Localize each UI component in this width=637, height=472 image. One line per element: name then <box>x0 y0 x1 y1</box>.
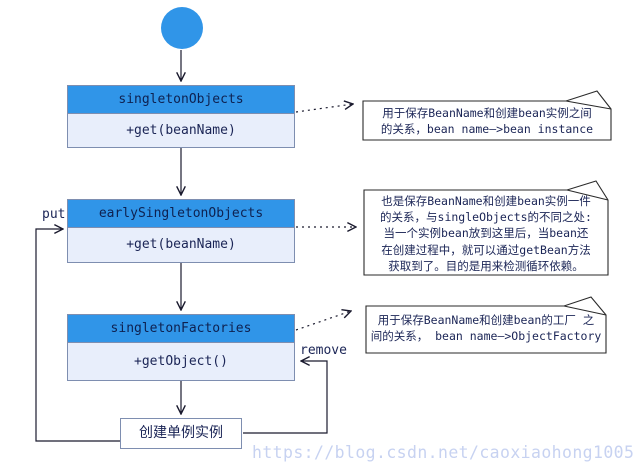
edge-put <box>35 229 120 442</box>
class-header-singletonFactories: singletonFactories <box>68 315 294 343</box>
note-line: 也是保存BeanName和创建bean实例一件 <box>381 194 591 208</box>
class-box-singletonFactories: singletonFactories +getObject() <box>67 314 295 381</box>
edge-label-remove: remove <box>300 343 347 358</box>
note-text-3: 用于保存BeanName和创建bean的工厂 之 间的关系， bean name… <box>368 312 604 344</box>
action-box-create-singleton: 创建单例实例 <box>120 418 242 449</box>
class-box-earlySingletonObjects: earlySingletonObjects +get(beanName) <box>67 199 295 263</box>
class-header-earlySingletonObjects: earlySingletonObjects <box>68 200 294 228</box>
note-line: 在创建过程中，就可以通过getBean方法 <box>381 242 591 257</box>
note-text-2: 也是保存BeanName和创建bean实例一件 的关系，与singleObjec… <box>366 193 606 274</box>
start-node-circle <box>161 7 203 49</box>
note-line: 的关系，bean name—>bean instance <box>380 122 594 136</box>
edge-note-singletonFactories <box>295 311 351 331</box>
class-method-singletonFactories: +getObject() <box>68 343 294 380</box>
note-shape-2 <box>363 180 609 276</box>
note-shape-1 <box>362 90 612 141</box>
note-line: 用于保存BeanName和创建bean的工厂 之 <box>377 313 595 327</box>
note-shape-3 <box>365 296 607 354</box>
note-text-1: 用于保存BeanName和创建bean实例之间 的关系，bean name—>b… <box>366 105 608 137</box>
class-method-earlySingletonObjects: +get(beanName) <box>68 228 294 262</box>
class-method-singletonObjects: +get(beanName) <box>68 114 294 147</box>
note-line: 获取到了。目的是用来检测循环依赖。 <box>388 258 584 273</box>
edge-label-put: put <box>42 207 66 222</box>
note-line: 间的关系， bean name—>ObjectFactory <box>370 329 602 343</box>
note-line: 的关系，与singleObjects的不同之处: <box>380 210 592 225</box>
note-line: 用于保存BeanName和创建bean实例之间 <box>382 106 592 120</box>
edge-note-singletonObjects <box>295 104 353 113</box>
edge-remove <box>243 361 328 434</box>
watermark-url: https://blog.csdn.net/caoxiaohong1005 <box>252 443 635 462</box>
class-box-singletonObjects: singletonObjects +get(beanName) <box>67 85 295 148</box>
note-line: 当一个实例bean放到这里后，当bean还 <box>383 226 589 241</box>
class-header-singletonObjects: singletonObjects <box>68 86 294 114</box>
